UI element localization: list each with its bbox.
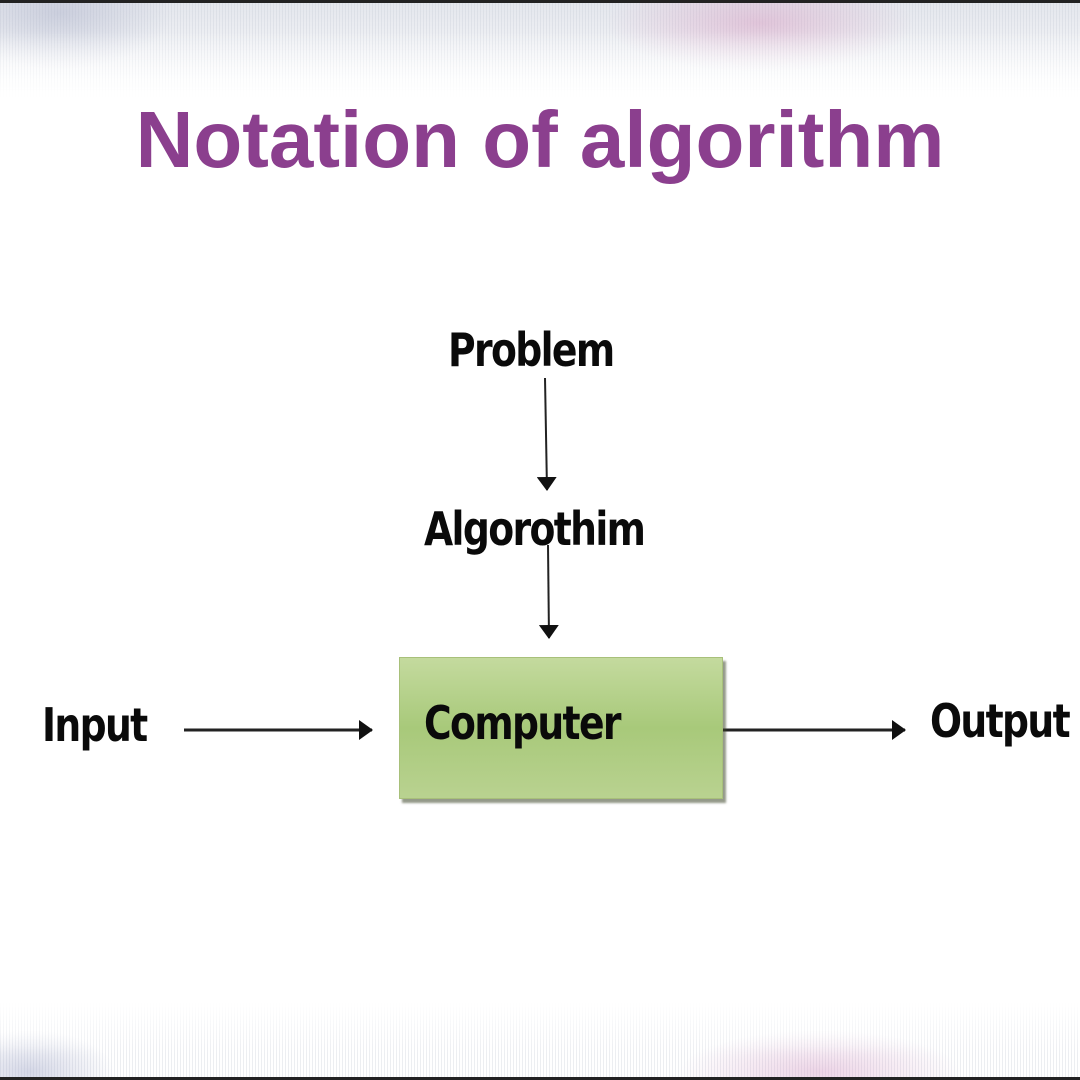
node-computer: Computer: [424, 696, 621, 750]
top-decoration: [0, 3, 1080, 98]
slide-title: Notation of algorithm: [135, 95, 945, 184]
node-problem: Problem: [448, 323, 615, 377]
node-input: Input: [42, 698, 148, 752]
computer-box: Computer: [399, 657, 723, 799]
arrow-problem-to-algorithm: [536, 377, 557, 491]
bottom-border: [0, 1077, 1080, 1080]
node-output: Output: [930, 694, 1071, 748]
arrow-algorithm-to-computer: [538, 544, 559, 639]
node-algorithm: Algorothim: [424, 502, 646, 556]
top-border: [0, 0, 1080, 3]
bottom-decoration: [0, 1002, 1080, 1077]
